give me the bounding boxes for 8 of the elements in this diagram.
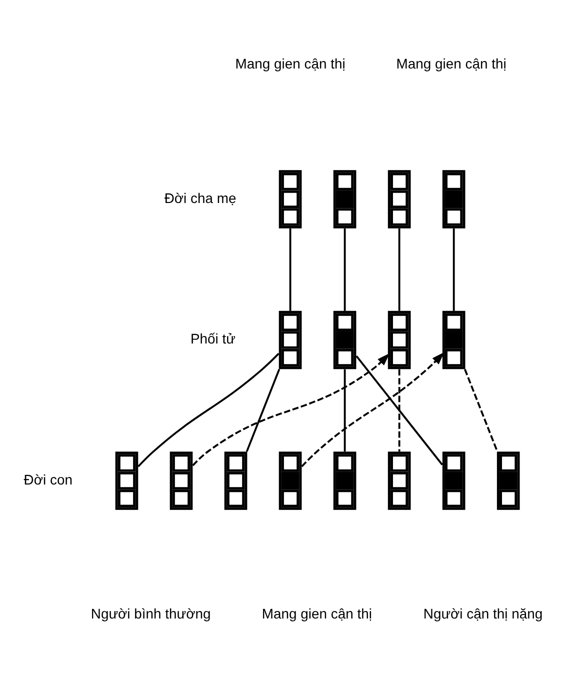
label: Mang gien cận thị: [262, 606, 372, 622]
label: Phối tử: [190, 330, 236, 347]
label: Đời cha mẹ: [164, 190, 236, 206]
label: Mang gien cận thị: [396, 55, 506, 72]
label: Mang gien cận thị: [235, 55, 346, 72]
label: Đời con: [24, 471, 72, 488]
label: Người cận thị nặng: [423, 606, 543, 622]
label: Người bình thường: [90, 606, 211, 622]
